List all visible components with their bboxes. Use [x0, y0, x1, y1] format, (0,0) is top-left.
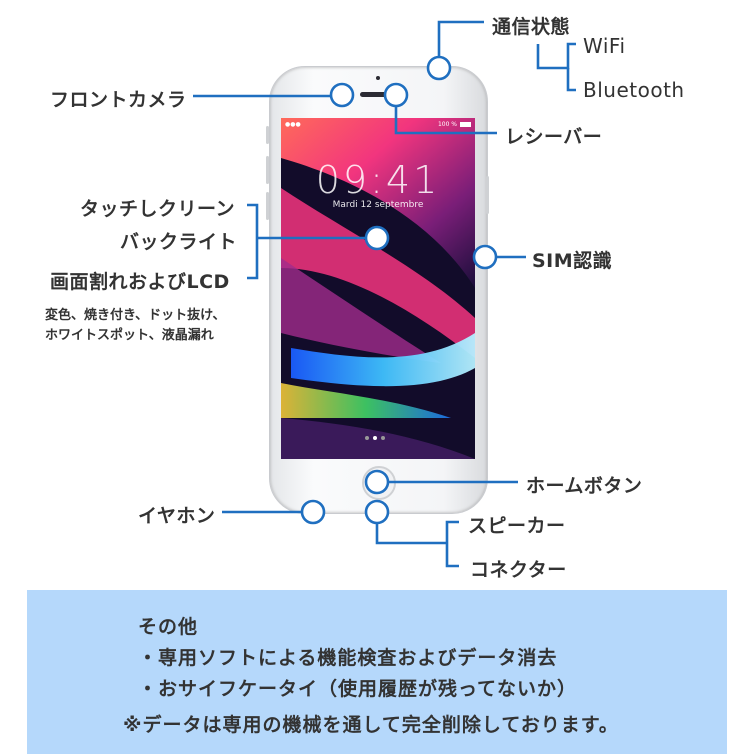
label-lcd-detail-1: 変色、焼き付き、ドット抜け、: [45, 308, 226, 323]
other-note: ※データは専用の機械を通して完全削除しております。: [123, 714, 619, 736]
wallpaper: [281, 118, 475, 459]
lockscreen-date: Mardi 12 septembre: [332, 200, 424, 210]
battery-text: 100 %: [437, 121, 457, 128]
other-info-panel: その他 ・専用ソフトによる機能検査およびデータ消去 ・おサイフケータイ（使用履歴…: [27, 590, 727, 754]
label-bluetooth: Bluetooth: [583, 78, 685, 102]
power-button: [486, 176, 489, 214]
label-connector: コネクター: [470, 559, 567, 581]
label-sim: SIM認識: [532, 250, 613, 272]
label-speaker: スピーカー: [468, 515, 566, 537]
receiver-grille: [360, 92, 398, 97]
phone-screen: ●●● 100 % 09:41 Mardi 12 septembre: [281, 118, 475, 459]
label-receiver: レシーバー: [505, 126, 603, 148]
label-touch: タッチしクリーン: [80, 198, 236, 220]
side-button: [266, 126, 269, 144]
other-item-1: ・専用ソフトによる機能検査およびデータ消去: [138, 647, 558, 669]
label-home-button: ホームボタン: [526, 475, 643, 497]
page-dots: [365, 436, 391, 440]
other-item-2: ・おサイフケータイ（使用履歴が残ってないか）: [138, 678, 578, 700]
label-communication: 通信状態: [492, 16, 571, 38]
label-backlight: バックライト: [120, 231, 238, 253]
label-lcd-detail-2: ホワイトスポット、液晶漏れ: [45, 328, 214, 343]
other-heading: その他: [138, 616, 199, 638]
volume-button: [266, 156, 269, 184]
label-front-camera: フロントカメラ: [50, 89, 187, 111]
battery-icon: [460, 122, 471, 127]
label-lcd: 画面割れおよびLCD: [50, 271, 230, 293]
lockscreen-time: 09:41: [315, 158, 441, 202]
label-earphone: イヤホン: [138, 505, 216, 527]
label-wifi: WiFi: [583, 34, 626, 58]
volume-button: [266, 192, 269, 220]
status-bar: ●●● 100 %: [281, 121, 475, 129]
signal-icon: ●●●: [285, 121, 301, 128]
proximity-sensor: [376, 76, 380, 80]
